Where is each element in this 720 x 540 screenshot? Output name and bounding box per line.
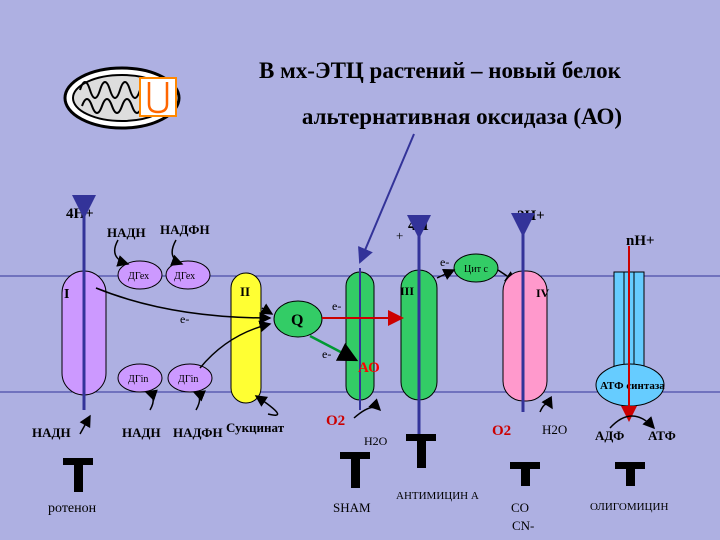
electron-arrow-III-to-cyt [436,269,456,280]
dg-in-1 [117,363,163,393]
atp-label: АТФ [648,428,676,443]
o2-left: О2 [326,413,345,429]
nadh-top: НАДН [107,225,146,240]
nadph-bottom: НАДФН [173,425,223,440]
electron-arrow-I-to-Q [95,287,272,324]
complex-IV [502,270,548,402]
succinate-arrow [254,395,279,416]
nadh-left-arrow [79,414,91,435]
rotenone-label: ротенон [48,501,97,516]
o2-right: О2 [492,423,511,439]
antimycin-blocker [406,434,436,468]
succinate-label: Сукцинат [226,420,285,435]
dg-ex-2-label: ДГех [174,271,195,282]
title-line2: альтернативная оксидаза (АО) [302,104,622,129]
q-label: Q [291,312,303,329]
complex-IV-label: IV [536,286,550,300]
antimycin-label: АНТИМИЦИН А [396,490,479,502]
oligomycin-blocker [615,462,645,486]
ao-to-water-arrow [353,398,382,419]
mitochondrion-icon [63,66,181,130]
nadh-bottom: НАДН [122,425,161,440]
electron-label-2: е- [440,255,449,269]
co-label: СО [511,500,529,515]
adp-to-atp-arrow [609,415,656,430]
proton-label-right: 2Н+ [517,208,545,224]
nadph-bottom-arrow [192,390,206,411]
proton-label-n: nН+ [626,233,655,249]
rotenone-blocker [63,458,93,492]
proton-plus-mid: + [396,228,403,243]
atp-synthase-label: АТФ синтаза [600,380,665,392]
proton-label-mid: 4Н [408,217,429,234]
proton-label-left: 4Н+ [66,206,94,222]
electron-arrow-II-to-Q [259,303,274,315]
cyt-c-label: Цит с [464,264,488,275]
dg-ex-1 [117,260,163,290]
electron-label-1: е- [180,312,189,326]
nadh-top-arrow [113,239,130,267]
cytochrome-c [453,253,499,283]
adp-label: АДФ [595,428,624,443]
nadph-top: НАДФН [160,222,210,237]
complex-I-label: I [64,287,69,302]
h2o-right: Н2О [542,422,567,437]
nadph-top-arrow [170,239,184,266]
electron-arrow-Q-to-AO [309,334,359,362]
complex-II-label: II [240,284,250,299]
oligomycin-label: ОЛИГОМИЦИН [590,501,668,513]
dg-ex-2 [165,260,211,290]
cn-label: CN- [512,518,534,533]
dg-in-2 [167,363,213,393]
ao-label: АО [358,360,380,376]
title-pointer-arrow [358,133,415,264]
sham-label: SHAM [333,500,371,515]
sham-blocker [340,452,370,488]
title-line1: В мх-ЭТЦ растений – новый белок [259,58,622,83]
dg-ex-1-label: ДГех [128,271,149,282]
dg-in-2-label: ДГin [178,374,198,385]
cyanide-blocker [510,462,540,486]
electron-arrow-dg-to-Q [199,320,272,369]
dg-in-1-label: ДГin [128,374,148,385]
iv-to-water-arrow [539,395,553,413]
nadh-left: НАДН [32,425,71,440]
electron-label-4: е- [322,347,331,361]
h2o-left: Н2О [364,434,388,448]
nadh-bottom-arrow [144,389,158,411]
complex-II [230,272,262,404]
electron-label-3: е- [332,299,341,313]
complex-III-label: III [400,284,414,298]
